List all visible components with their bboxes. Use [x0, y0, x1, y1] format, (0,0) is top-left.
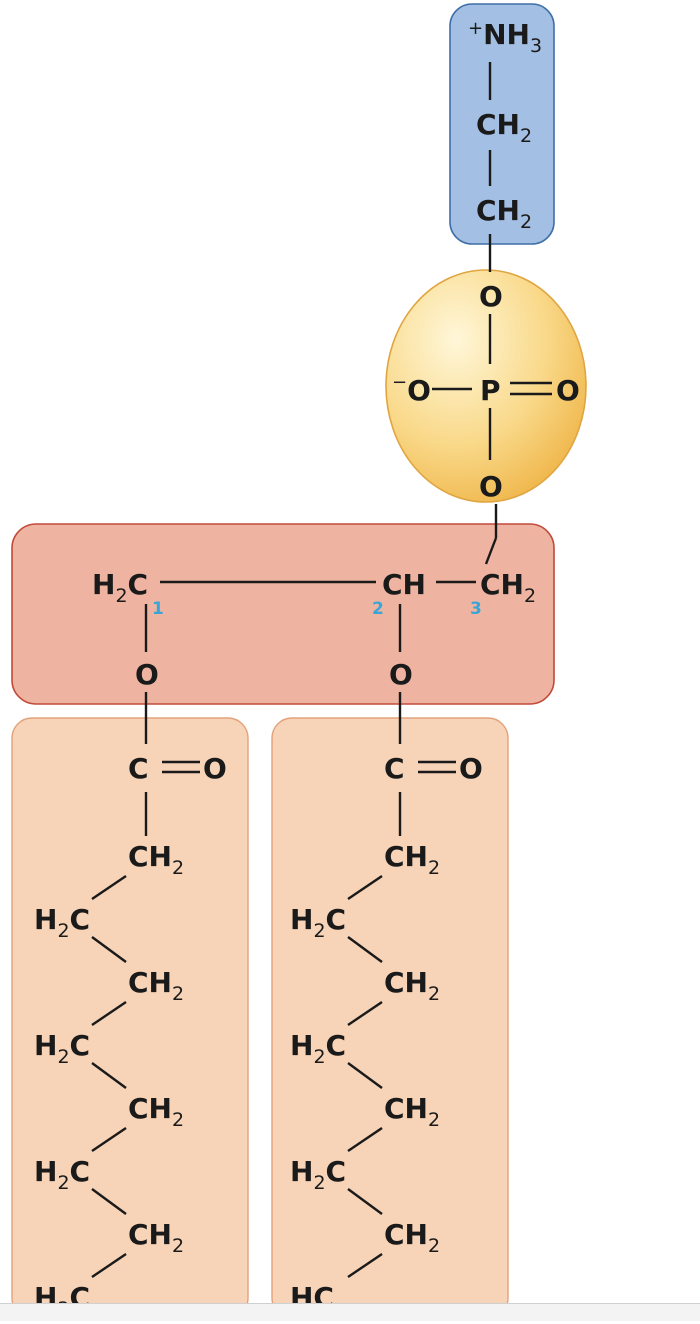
- glycerol-backbone: [11, 523, 555, 705]
- fatty-acid-right-atom: CH2: [384, 1218, 440, 1257]
- phosphate-o-double: O: [556, 374, 580, 407]
- carbonyl-o-left: O: [203, 752, 227, 785]
- fatty-acid-left: [11, 717, 249, 1303]
- fatty-acid-right-atom: CH2: [384, 840, 440, 879]
- nh3-label: +NH3: [468, 18, 542, 57]
- bond-lines: [144, 62, 552, 836]
- fatty-acid-left-atom: H2C: [34, 1029, 90, 1068]
- ethanolamine-group: [449, 3, 555, 245]
- chain-bond: [347, 1188, 383, 1215]
- fatty-acid-right: [271, 717, 509, 1303]
- phosphate-o-bottom: O: [479, 470, 503, 503]
- glycerol-c3-label: CH2: [480, 568, 536, 607]
- fatty-acid-right-atom: H2C: [290, 1029, 346, 1068]
- chain-bond: [347, 936, 383, 963]
- glycerol-c2-number: 2: [372, 599, 384, 619]
- fatty-acid-left-atom: H2C: [34, 1155, 90, 1194]
- glycerol-c3-number: 3: [470, 599, 482, 619]
- chain-bond: [91, 936, 127, 963]
- fatty-acid-left-atom: H2C: [34, 903, 90, 942]
- bottom-scroll-edge: [0, 1303, 700, 1321]
- chain-bond: [91, 1062, 127, 1089]
- chain-bond: [91, 1127, 127, 1152]
- fatty-acid-right-atom: CH2: [384, 1092, 440, 1131]
- chain-bonds-left: [91, 875, 127, 1278]
- chain-bond: [347, 1001, 383, 1026]
- phosphate-group: [385, 269, 587, 503]
- chain-bond: [91, 1001, 127, 1026]
- fatty-acid-left-atom: CH2: [128, 840, 184, 879]
- ch2-lower-label: CH2: [476, 194, 532, 233]
- fatty-acid-right-atom: CH2: [384, 966, 440, 1005]
- chain-bond: [347, 1062, 383, 1089]
- chain-bonds-right: [347, 875, 383, 1278]
- ch2-upper-label: CH2: [476, 108, 532, 147]
- chain-bond: [347, 875, 383, 900]
- fatty-acid-left-atom: H2C: [34, 1281, 90, 1320]
- chain-bond: [347, 1127, 383, 1152]
- fatty-acid-right-atom: H2C: [290, 1155, 346, 1194]
- fatty-acid-right-atom: H2C: [290, 903, 346, 942]
- chain-bond: [91, 875, 127, 900]
- fatty-acid-left-atom: CH2: [128, 966, 184, 1005]
- glycerol-c2-label: CH: [382, 568, 426, 601]
- fatty-acid-left-atom: CH2: [128, 1218, 184, 1257]
- glycerol-c1-number: 1: [152, 599, 164, 619]
- phosphate-p: P: [480, 374, 501, 407]
- chain-bond: [347, 1253, 383, 1278]
- chain-bond: [91, 1253, 127, 1278]
- chain-atoms-left: CH2H2CCH2H2CCH2H2CCH2H2C: [34, 840, 184, 1320]
- glycerol-c1-label: H2C: [92, 568, 148, 607]
- carbonyl-c-right: C: [384, 752, 405, 785]
- ester-o-right: O: [389, 658, 413, 691]
- ester-o-left: O: [135, 658, 159, 691]
- fatty-acid-right-atom: HC: [290, 1281, 334, 1314]
- chain-bond: [91, 1188, 127, 1215]
- fatty-acid-left-atom: CH2: [128, 1092, 184, 1131]
- carbonyl-c-left: C: [128, 752, 149, 785]
- phosphate-o-top: O: [479, 280, 503, 313]
- phosphate-o-neg: −O: [392, 372, 431, 407]
- carbonyl-o-right: O: [459, 752, 483, 785]
